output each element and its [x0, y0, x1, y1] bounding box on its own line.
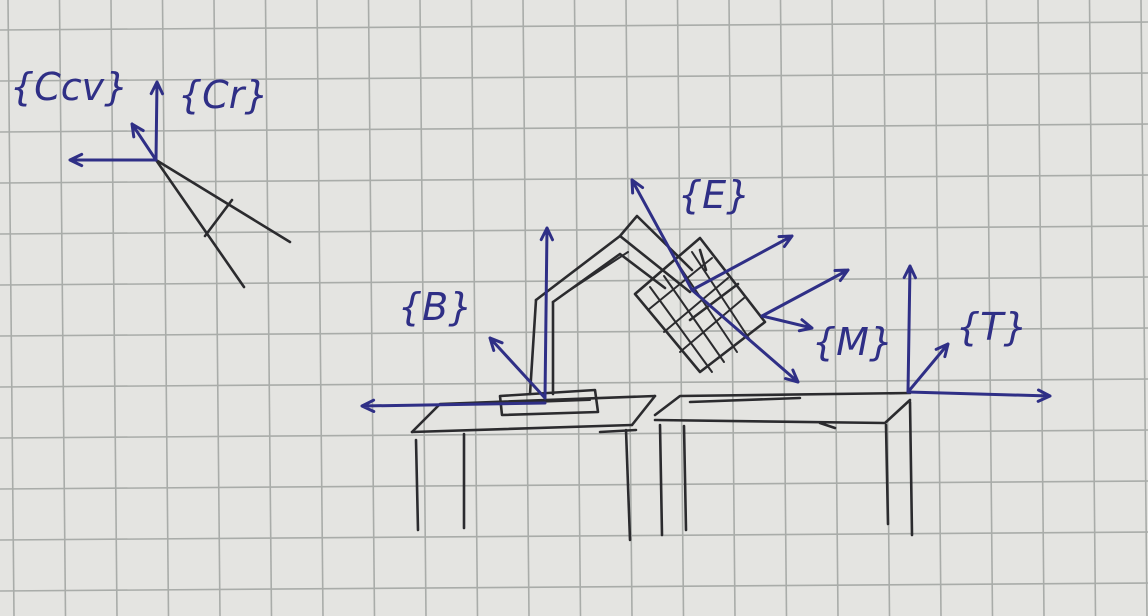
grid-line-vertical: [935, 0, 941, 616]
base-z-axis: [541, 228, 552, 398]
grid-line-vertical: [1141, 0, 1147, 616]
grid-line-vertical: [575, 0, 581, 616]
grid-line-horizontal: [0, 532, 1148, 540]
ccv-z-axis: [132, 124, 156, 160]
gripper-sketch: [635, 238, 765, 372]
grid-line-horizontal: [0, 277, 1148, 285]
camera-sketch: [156, 160, 290, 287]
grid-line-horizontal: [0, 583, 1148, 591]
grid-line-vertical: [832, 0, 838, 616]
grid-line-vertical: [523, 0, 529, 616]
label-m: {M}: [812, 320, 893, 364]
grid-line-horizontal: [0, 73, 1148, 81]
grid-line-vertical: [369, 0, 375, 616]
label-b: {B}: [398, 285, 472, 329]
robot-arm: [500, 216, 692, 415]
left-table: [412, 396, 655, 540]
grid-line-vertical: [1038, 0, 1044, 616]
right-table: [655, 393, 912, 535]
label-cr: {Cr}: [178, 73, 269, 117]
marker-y-axis: [762, 316, 812, 331]
base-y-axis: [490, 338, 545, 398]
table-x-axis: [908, 390, 1050, 401]
label-e: {E}: [678, 173, 750, 217]
grid-line-horizontal: [0, 379, 1148, 387]
grid-line-vertical: [1090, 0, 1096, 616]
label-ccv: {Ccv}: [10, 65, 128, 109]
grid-line-vertical: [317, 0, 323, 616]
grid-line-vertical: [781, 0, 787, 616]
cr-y-axis: [151, 82, 162, 160]
grid-line-horizontal: [0, 481, 1148, 489]
grid-line-vertical: [678, 0, 684, 616]
grid-line-horizontal: [0, 430, 1148, 438]
grid-line-horizontal: [0, 124, 1148, 132]
table-y-axis: [908, 344, 948, 392]
grid-line-horizontal: [0, 226, 1148, 234]
label-t: {T}: [956, 305, 1028, 349]
